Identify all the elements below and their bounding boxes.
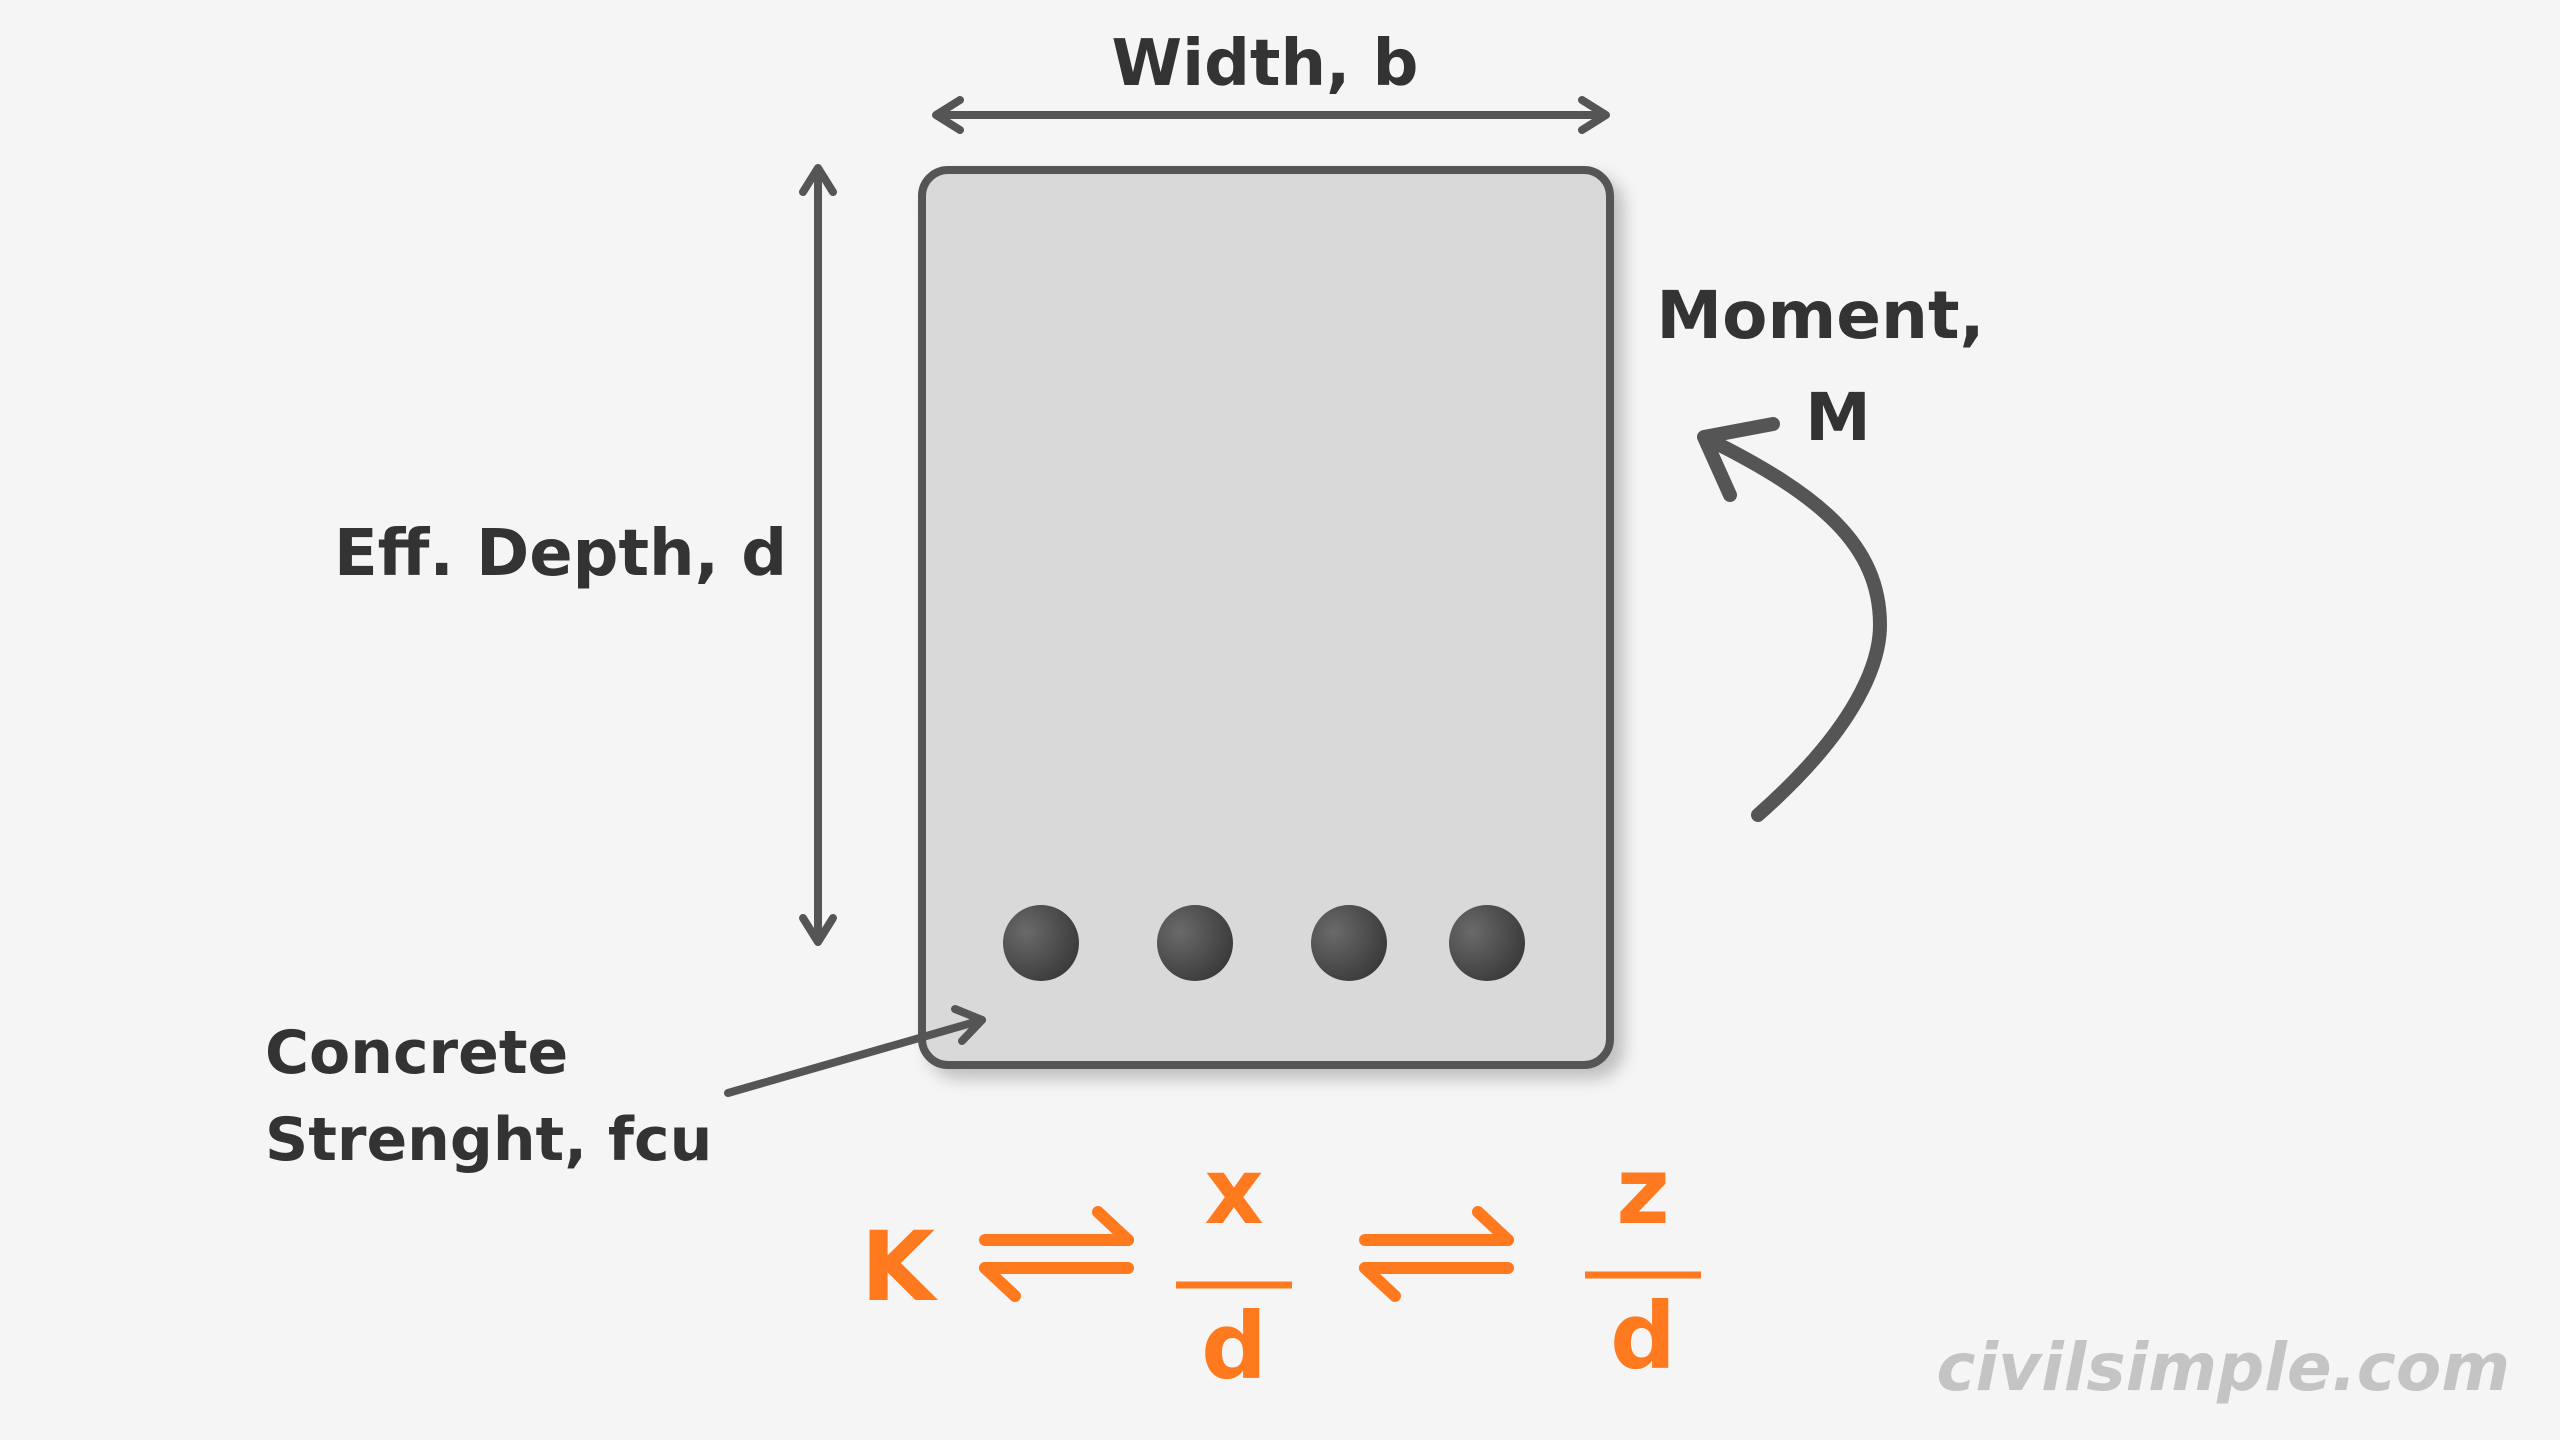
- beam-cross-section: [918, 166, 1614, 1069]
- moment-arrow: [1697, 417, 1887, 822]
- formula-z: z: [1616, 1138, 1670, 1245]
- depth-label: Eff. Depth, d: [334, 517, 787, 591]
- depth-dimension-arrow: [799, 164, 837, 946]
- concrete-label-line2: Strenght, fcu: [265, 1105, 712, 1175]
- concrete-label-line1: Concrete: [265, 1018, 568, 1088]
- rebar-2: [1157, 905, 1233, 981]
- rebar-1: [1003, 905, 1079, 981]
- moment-label-line2: M: [1805, 379, 1871, 456]
- formula-x: x: [1204, 1138, 1263, 1245]
- watermark: civilsimple.com: [1936, 1329, 2510, 1406]
- equilibrium-arrows-icon: [979, 1206, 1134, 1302]
- concrete-strength-arrow: [724, 1005, 986, 1097]
- moment-label: Moment, M: [1656, 277, 2007, 456]
- width-label: Width, b: [1112, 27, 1419, 101]
- width-dimension-arrow: [932, 96, 1610, 134]
- formula-d-2: d: [1610, 1283, 1676, 1390]
- rebar-3: [1311, 905, 1387, 981]
- formula-k: K: [861, 1211, 939, 1323]
- equilibrium-arrows-icon-2: [1359, 1206, 1514, 1302]
- formula-d-1: d: [1201, 1293, 1267, 1400]
- concrete-strength-label: Concrete Strenght, fcu: [265, 1018, 712, 1175]
- rebar-group: [1003, 905, 1525, 981]
- moment-label-line1: Moment,: [1656, 277, 1984, 354]
- rebar-4: [1449, 905, 1525, 981]
- formula: K x d z d: [861, 1138, 1701, 1400]
